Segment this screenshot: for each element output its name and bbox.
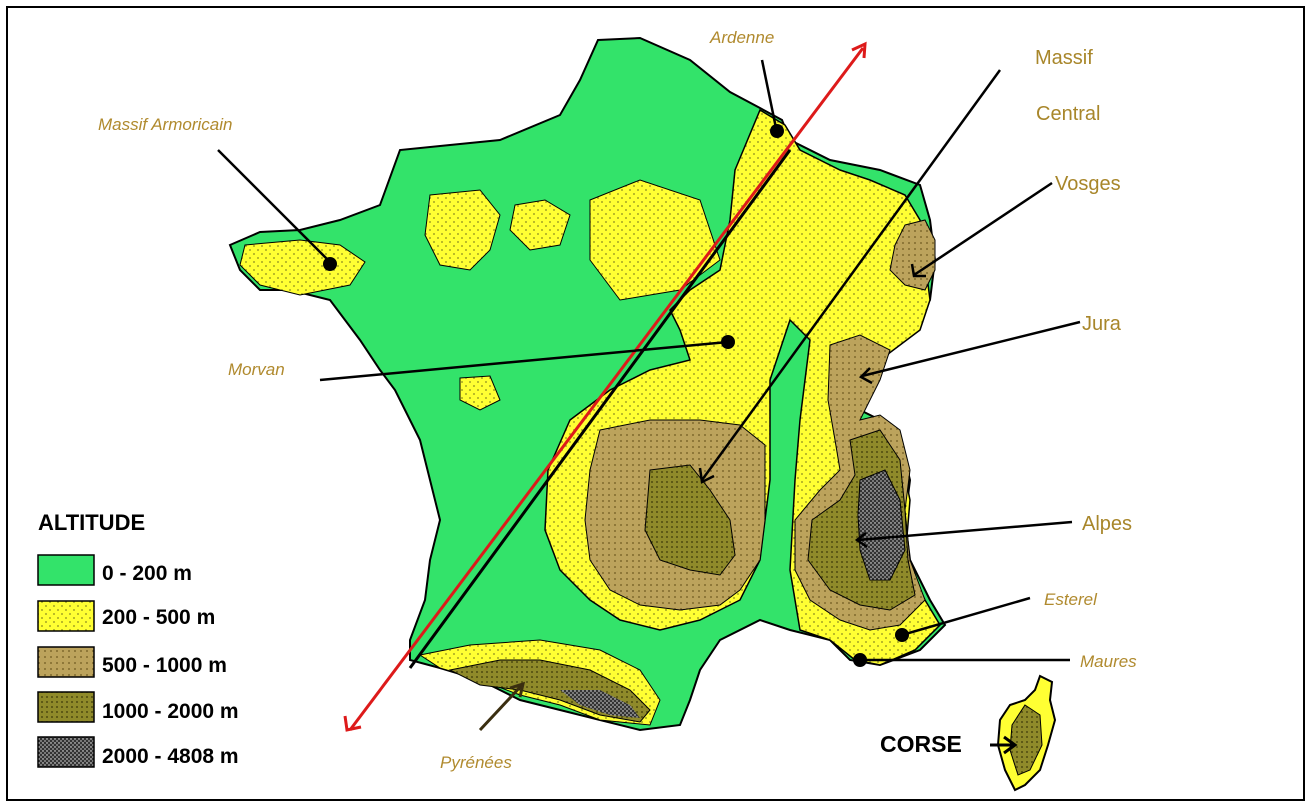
legend-title: ALTITUDE [38, 510, 145, 535]
label-alpes: Alpes [1082, 513, 1132, 535]
legend-swatch-3 [37, 691, 95, 723]
label-jura: Jura [1082, 313, 1122, 335]
marker-maures [853, 653, 867, 667]
label-massif: Massif [1035, 47, 1093, 69]
axis-arrow [348, 47, 865, 731]
legend-swatch-1 [37, 600, 95, 632]
region-2000-plus-alps [857, 469, 906, 581]
label-corse: CORSE [880, 731, 962, 757]
label-esterel: Esterel [1044, 590, 1098, 609]
legend-swatch-4 [37, 736, 95, 768]
legend-label-2: 500 - 1000 m [102, 654, 227, 677]
legend-label-3: 1000 - 2000 m [102, 700, 239, 723]
label-pyrenees: Pyrénées [440, 753, 512, 772]
marker-morvan [721, 335, 735, 349]
marker-armoricain [323, 257, 337, 271]
legend-swatch-0 [37, 554, 95, 586]
label-maures: Maures [1080, 652, 1137, 671]
legend-label-0: 0 - 200 m [102, 562, 192, 585]
region-vosges [889, 219, 936, 291]
label-vosges: Vosges [1055, 173, 1121, 195]
marker-ardenne [770, 124, 784, 138]
legend-label-4: 2000 - 4808 m [102, 745, 239, 768]
label-massif-armoricain: Massif Armoricain [98, 115, 232, 134]
legend-swatch-2 [37, 646, 95, 678]
legend-label-1: 200 - 500 m [102, 606, 215, 629]
marker-esterel [895, 628, 909, 642]
label-ardenne: Ardenne [709, 28, 774, 47]
label-central: Central [1036, 103, 1100, 125]
label-morvan: Morvan [228, 360, 285, 379]
legend: ALTITUDE 0 - 200 m 200 - 500 m 500 - 100… [37, 510, 239, 768]
